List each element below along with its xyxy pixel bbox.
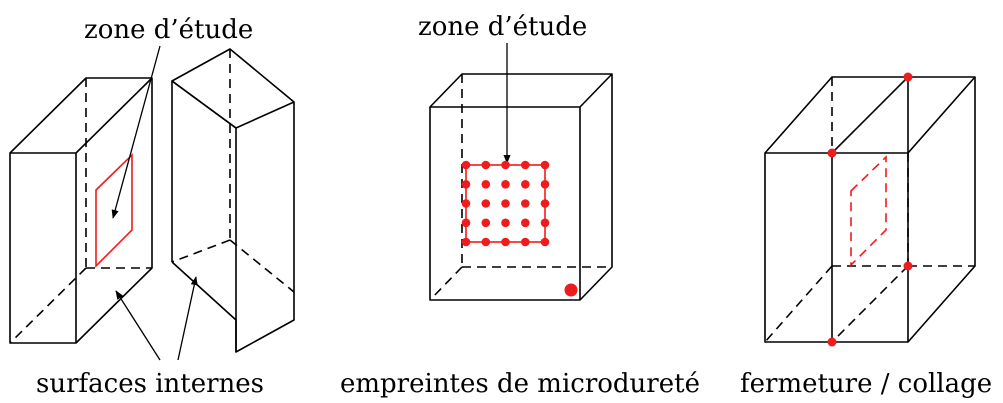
left-block-hidden-bottom-diag (9, 267, 87, 344)
glued-block (764, 76, 976, 343)
indent-dot (461, 160, 471, 170)
indent-dot (540, 199, 550, 208)
right-panel: fermeture / collage (740, 72, 992, 399)
middle-panel: zone d’étude empreintes de microdureté (340, 12, 700, 399)
indent-dot (521, 199, 530, 208)
left-panel: zone d’étude surfaces internes (9, 15, 295, 399)
left-surface-arrow (115, 290, 161, 361)
indent-dot (501, 237, 510, 247)
seam-marker-back-bottom (903, 261, 913, 271)
seam-marker-front-bottom (827, 337, 837, 347)
seam-marker-top (903, 72, 913, 82)
indent-dot (540, 180, 550, 189)
left-top-label: zone d’étude (84, 15, 253, 45)
left-bottom-label: surfaces internes (36, 369, 264, 399)
indent-dot (461, 199, 471, 208)
indent-dot (501, 199, 510, 208)
left-block-front-top-edges (10, 77, 153, 154)
glued-block-top-seam (831, 76, 909, 154)
right-bottom-label: fermeture / collage (740, 369, 992, 399)
indent-dot (461, 237, 471, 247)
middle-block (429, 73, 613, 301)
right-half-block (171, 48, 295, 353)
indent-dot (540, 160, 550, 170)
indent-dot (501, 160, 510, 170)
indent-dot (501, 218, 510, 228)
glued-block-hidden-bottom-seam (831, 265, 909, 343)
indent-dot (481, 199, 491, 208)
hidden-study-zone (850, 155, 887, 267)
indent-dot (461, 180, 471, 189)
seam-marker-front-top (827, 148, 837, 158)
indent-dot (481, 218, 491, 228)
indent-dot (521, 180, 530, 189)
right-block-top-front-edges (171, 80, 295, 129)
middle-block-hidden-bottom-diag (429, 266, 463, 301)
middle-block-outline (429, 73, 613, 301)
right-block-hidden-bottom-left (171, 239, 231, 263)
indent-dot (521, 160, 530, 170)
right-block-hidden-bottom-right (229, 239, 295, 293)
glued-block-outline (764, 76, 976, 343)
indent-dot (521, 237, 530, 247)
indent-dot (481, 180, 491, 189)
right-block-bottom-edge (171, 261, 237, 352)
left-study-zone (95, 153, 133, 268)
right-surface-arrow (177, 276, 198, 361)
glued-block-hidden-bottom-diag (764, 265, 833, 343)
large-indent-dot (564, 283, 578, 297)
left-block-outline (9, 77, 153, 344)
indent-dot (501, 180, 510, 189)
middle-top-label: zone d’étude (418, 12, 587, 42)
indent-dot (461, 218, 471, 228)
microhardness-indent-grid (461, 160, 550, 247)
indent-dot (481, 160, 491, 170)
left-half-block (9, 77, 153, 344)
middle-bottom-label: empreintes de microdureté (340, 369, 700, 399)
indent-dot (540, 237, 550, 247)
indent-dot (481, 237, 491, 247)
left-zone-arrow (111, 45, 161, 219)
indent-dot (540, 218, 550, 228)
indent-dot (521, 218, 530, 228)
